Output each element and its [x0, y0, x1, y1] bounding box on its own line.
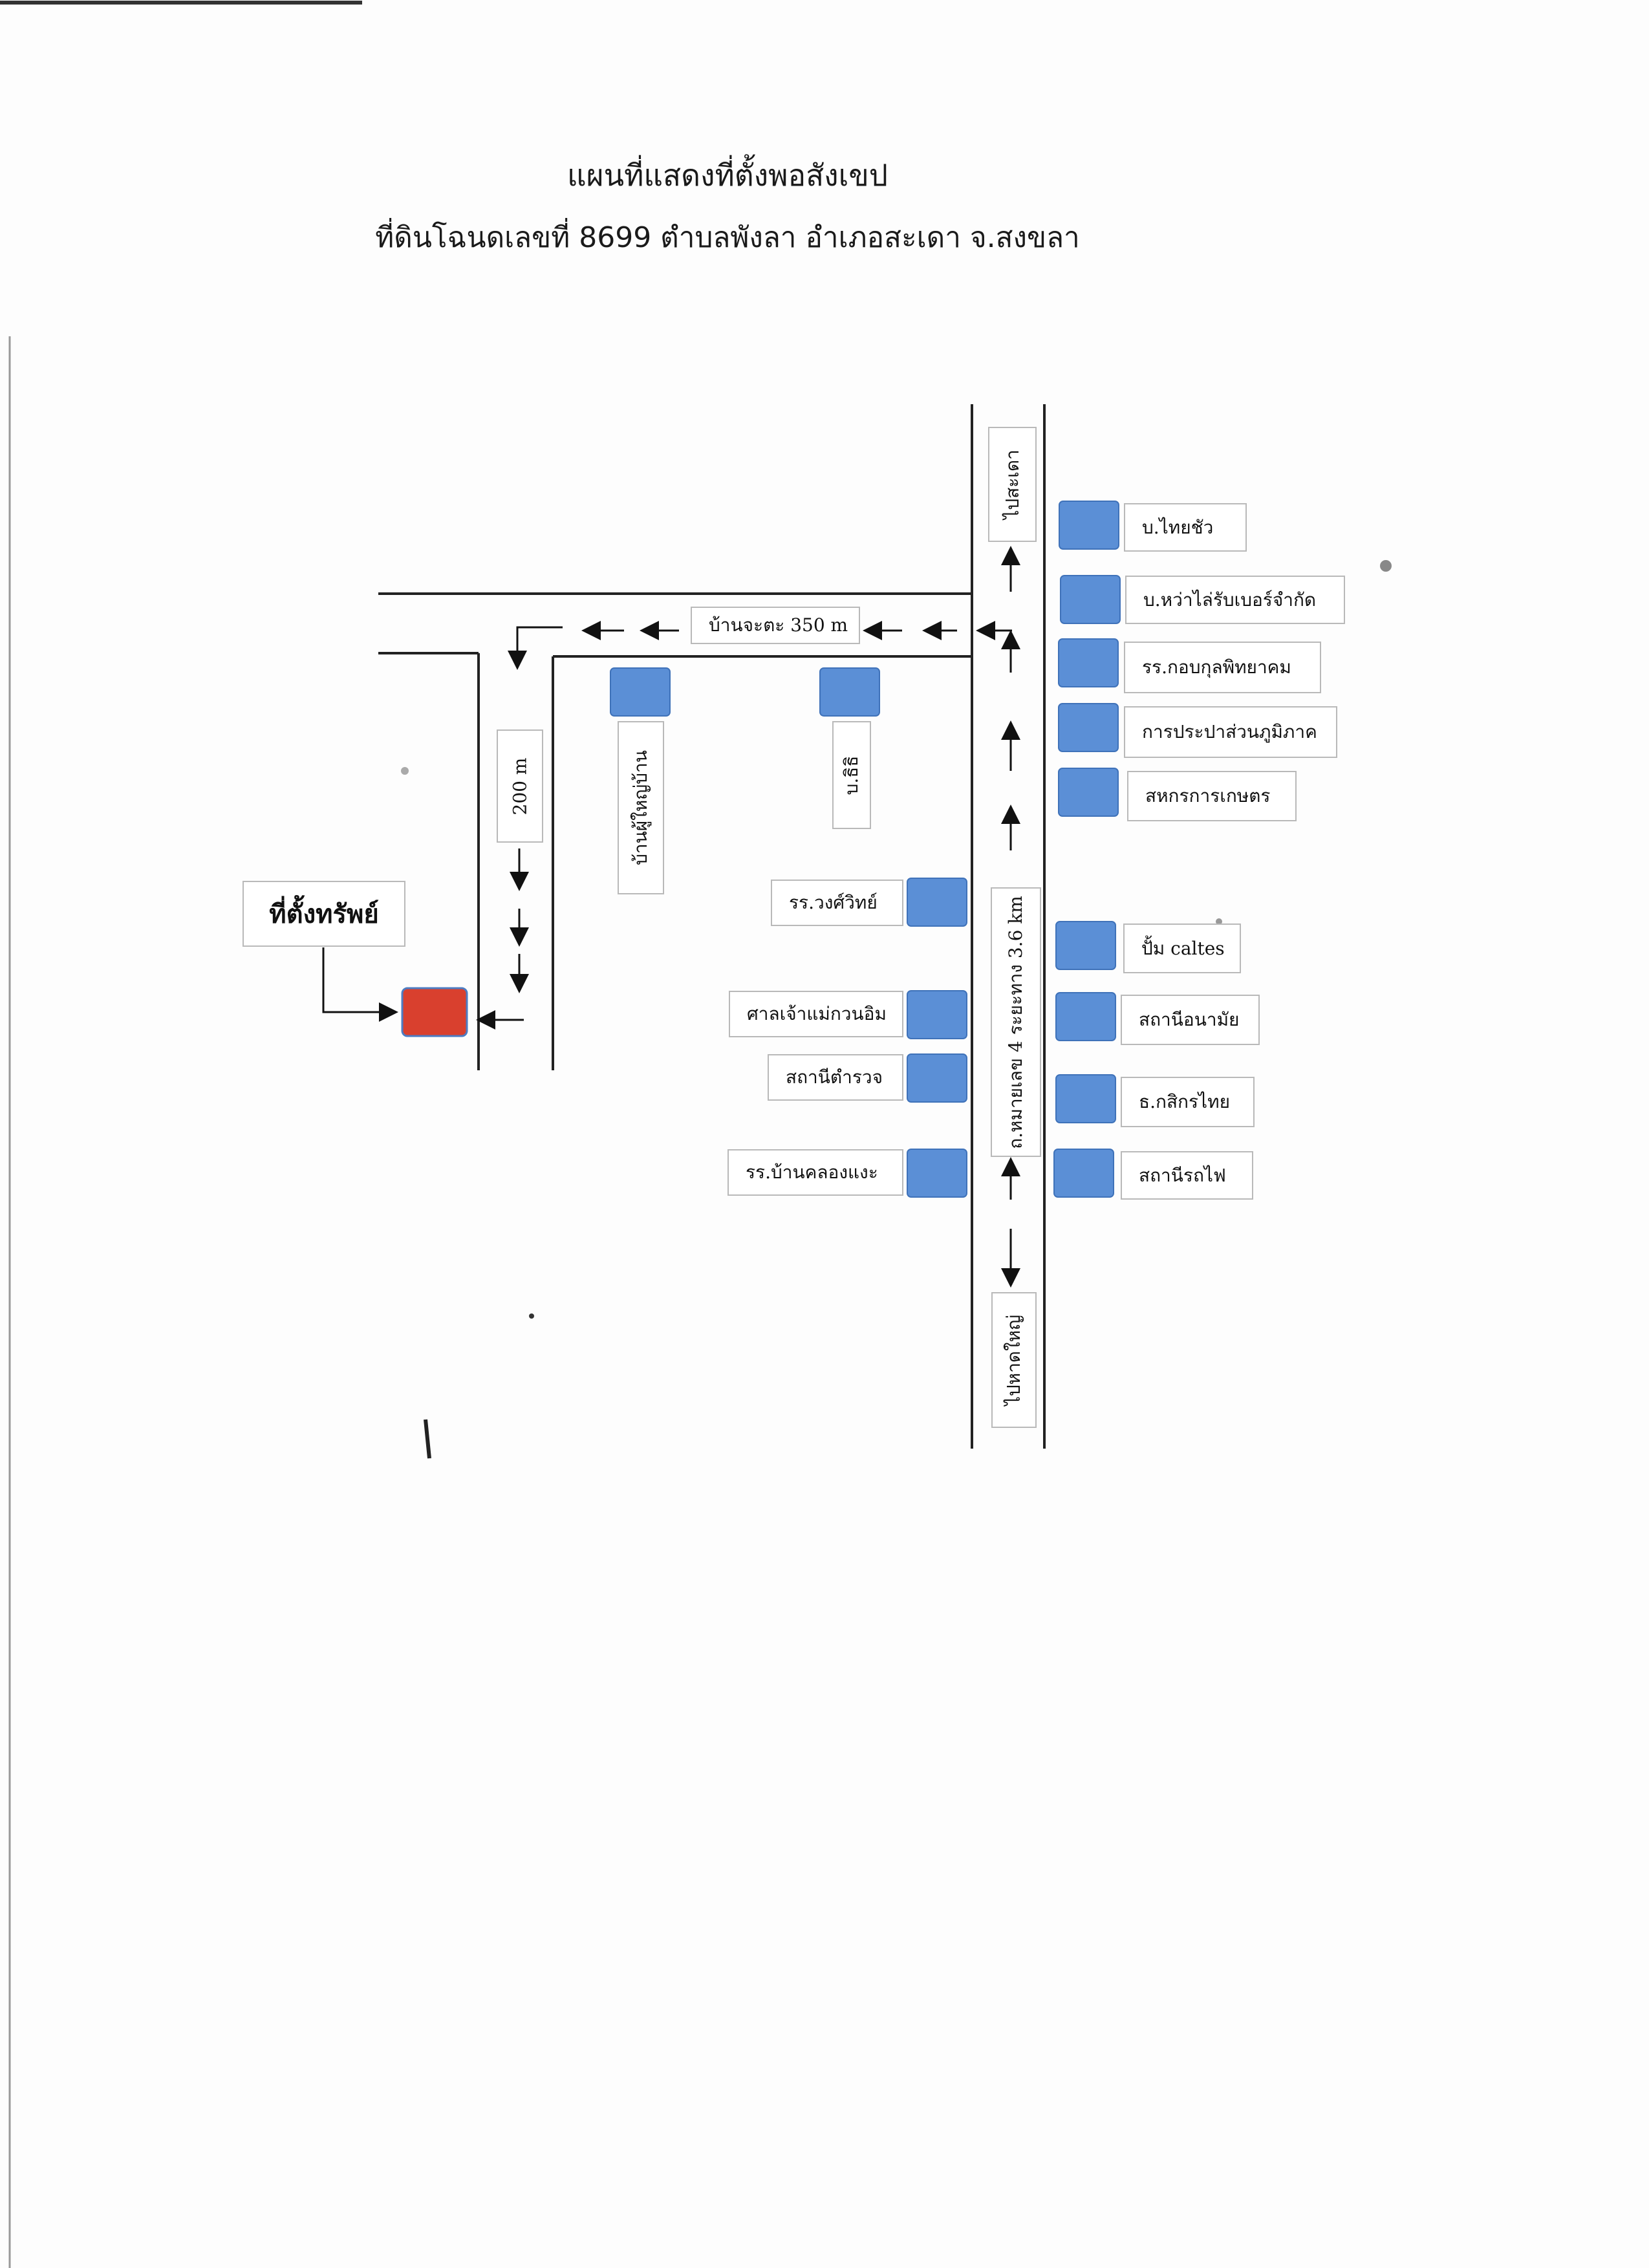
to-sadao-label-box: ไปสะเดา	[988, 427, 1037, 542]
to-hatyai-label-box: ไปหาดใหญ่	[991, 1292, 1037, 1428]
thithi-label-box: บ.ธิธิ	[832, 721, 871, 829]
caltex-pump-label: ปั้ม caltes	[1123, 923, 1241, 973]
shrine-label: ศาลเจ้าแม่กวนอิม	[729, 991, 903, 1037]
landmark-marker-kasikorn-bank	[1055, 1074, 1116, 1123]
landmark-marker-village-head	[610, 667, 671, 717]
to-hatyai-label: ไปหาดใหญ่	[1003, 1314, 1024, 1406]
landmark-marker-agri-coop	[1058, 768, 1119, 817]
landmark-marker-thaichua	[1059, 501, 1119, 550]
landmark-marker-thithi	[819, 667, 880, 717]
main-road-label: ถ.หมายเลข 4 ระยะทาง 3.6 km	[1005, 895, 1026, 1149]
village-head-label-box: บ้านผู้ใหญ่บ้าน	[618, 721, 664, 894]
wongwit-school-label: รร.วงศ์วิทย์	[771, 880, 903, 926]
landmark-marker-wongwit-school	[907, 878, 967, 927]
scan-speck	[1216, 918, 1222, 925]
to-sadao-label: ไปสะเดา	[1001, 449, 1023, 519]
map-title: แผนที่แสดงที่ตั้งพอสังเขป	[567, 158, 888, 193]
landmark-marker-waterworks	[1058, 703, 1119, 752]
subject-property-marker	[401, 987, 468, 1037]
main-road-label-box: ถ.หมายเลข 4 ระยะทาง 3.6 km	[991, 887, 1041, 1157]
landmark-marker-caltex-pump	[1055, 921, 1116, 970]
scan-speck	[401, 767, 409, 775]
landmark-marker-rubber-co	[1060, 575, 1121, 624]
village-head-label: บ้านผู้ใหญ่บ้าน	[630, 750, 651, 865]
map-subtitle: ที่ดินโฉนดเลขที่ 8699 ตำบลพังลา อำเภอสะเ…	[375, 221, 1080, 254]
waterworks-label: การประปาส่วนภูมิภาค	[1124, 706, 1337, 758]
subject-connector	[322, 947, 398, 1022]
turn-arrow	[508, 626, 563, 670]
thaichua-label: บ.ไทยชัว	[1124, 503, 1247, 552]
kobkul-school-label: รร.กอบกุลพิทยาคม	[1124, 642, 1321, 693]
landmark-marker-health-station	[1055, 992, 1116, 1041]
landmark-marker-railway-station	[1053, 1149, 1114, 1198]
scan-speck	[424, 1419, 431, 1459]
health-station-label: สถานีอนามัย	[1121, 995, 1260, 1045]
kasikorn-bank-label: ธ.กสิกรไทย	[1121, 1077, 1255, 1127]
scan-speck	[1380, 560, 1392, 572]
subject-property-label: ที่ตั้งทรัพย์	[242, 881, 405, 947]
landmark-marker-kobkul-school	[1058, 638, 1119, 687]
scan-speck	[529, 1313, 534, 1319]
lane-distance-label-box: 200 m	[497, 729, 543, 843]
rubber-co-label: บ.หว่าไล่รับเบอร์จำกัด	[1125, 576, 1345, 624]
landmark-marker-khlongngae-school	[907, 1149, 967, 1198]
khlongngae-school-label: รร.บ้านคลองแงะ	[727, 1149, 903, 1196]
agri-coop-label: สหกรการเกษตร	[1127, 771, 1297, 821]
landmark-marker-police-station	[907, 1053, 967, 1103]
thithi-label: บ.ธิธิ	[841, 755, 862, 795]
railway-station-label: สถานีรถไฟ	[1121, 1151, 1253, 1200]
landmark-marker-shrine	[907, 990, 967, 1039]
police-station-label: สถานีตำรวจ	[768, 1054, 903, 1101]
lane-distance-label: 200 m	[509, 757, 531, 815]
side-road-label: บ้านจะตะ 350 m	[691, 607, 860, 644]
